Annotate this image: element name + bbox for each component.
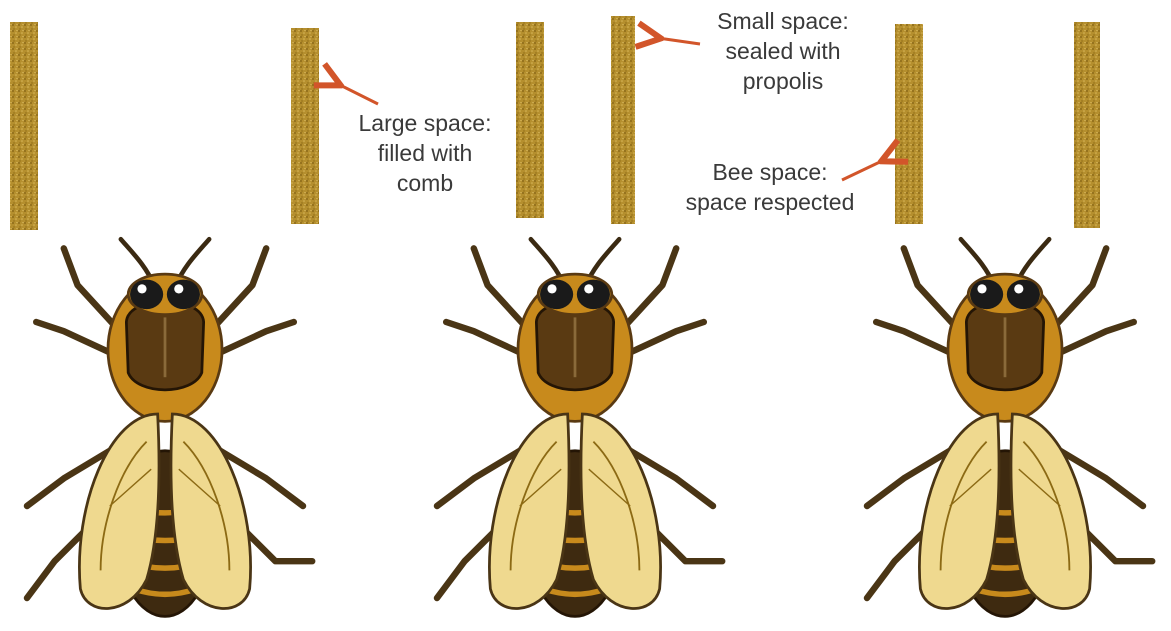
frame-bar-left — [10, 22, 38, 230]
honeybee-icon — [27, 239, 312, 616]
panel-small-space — [437, 16, 722, 616]
panel-bee-space — [842, 22, 1152, 616]
label-bee-space: Bee space: space respected — [660, 157, 880, 217]
label-large-space: Large space: filled with comb — [330, 108, 520, 198]
label-bee-space-line2: space respected — [660, 187, 880, 217]
label-small-space-line2: sealed with — [688, 36, 878, 66]
label-bee-space-line1: Bee space: — [660, 157, 880, 187]
label-small-space-line1: Small space: — [688, 6, 878, 36]
label-large-space-line1: Large space: — [330, 108, 520, 138]
label-small-space-line3: propolis — [688, 66, 878, 96]
arrow-large-space — [338, 84, 378, 104]
honeybee-icon — [867, 239, 1152, 616]
frame-bar-right — [611, 16, 635, 224]
label-large-space-line2: filled with — [330, 138, 520, 168]
frame-bar-right — [291, 28, 319, 224]
label-large-space-line3: comb — [330, 168, 520, 198]
panel-large-space — [10, 22, 378, 616]
honeybee-icon — [437, 239, 722, 616]
frame-bar-left — [516, 22, 544, 218]
frame-bar-right — [1074, 22, 1100, 228]
frame-bar-left — [895, 24, 923, 224]
label-small-space: Small space: sealed with propolis — [688, 6, 878, 96]
